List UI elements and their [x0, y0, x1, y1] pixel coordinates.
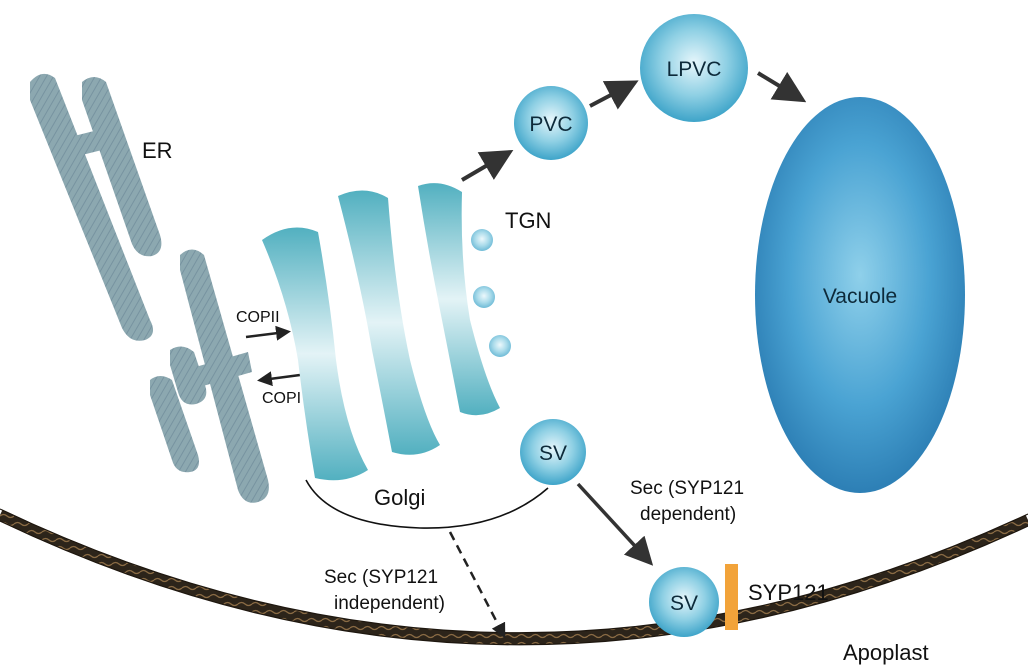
tgn-label: TGN	[505, 208, 551, 233]
arrow-tgn-to-pvc	[460, 149, 514, 182]
golgi-label: Golgi	[374, 485, 425, 510]
apoplast-label: Apoplast	[843, 640, 929, 665]
arrow-sv-to-membrane-dependent	[576, 482, 654, 566]
sv-top-label: SV	[539, 442, 567, 465]
golgi-stack	[262, 183, 500, 481]
vacuole: Vacuole	[755, 97, 965, 493]
golgi-bracket	[305, 479, 549, 529]
er-label: ER	[142, 138, 173, 163]
copii-arrow	[245, 325, 291, 341]
sv-vesicle-top: SV	[520, 419, 586, 485]
tgn-vesicle	[473, 286, 495, 308]
lpvc-label: LPVC	[667, 58, 722, 81]
copi-arrow	[257, 371, 301, 387]
syp121-label: SYP121	[748, 580, 829, 605]
arrow-lpvc-to-vacuole	[756, 71, 807, 103]
sec-independent-label-line1: Sec (SYP121	[324, 567, 438, 588]
tgn-vesicle	[489, 335, 511, 357]
lpvc-vesicle: LPVC	[640, 14, 748, 122]
syp121-bar	[725, 564, 738, 630]
arrow-pvc-to-lpvc	[589, 80, 639, 110]
copi-label: COPI	[262, 390, 301, 407]
sv-vesicle-bottom: SV	[649, 567, 719, 637]
pvc-vesicle: PVC	[514, 86, 588, 160]
tgn-vesicle	[471, 229, 493, 251]
vacuole-label: Vacuole	[823, 285, 897, 308]
copii-label: COPII	[236, 309, 280, 326]
arrow-golgi-to-membrane-independent	[448, 531, 506, 639]
plasma-membrane: Plasma membrane	[0, 508, 1028, 646]
sec-dependent-label-line2: dependent)	[640, 504, 736, 525]
sec-dependent-label-line1: Sec (SYP121	[630, 478, 744, 499]
pvc-label: PVC	[529, 113, 572, 136]
er-structure	[30, 73, 269, 503]
sv-bottom-label: SV	[670, 592, 698, 615]
sec-independent-label-line2: independent)	[334, 593, 445, 614]
